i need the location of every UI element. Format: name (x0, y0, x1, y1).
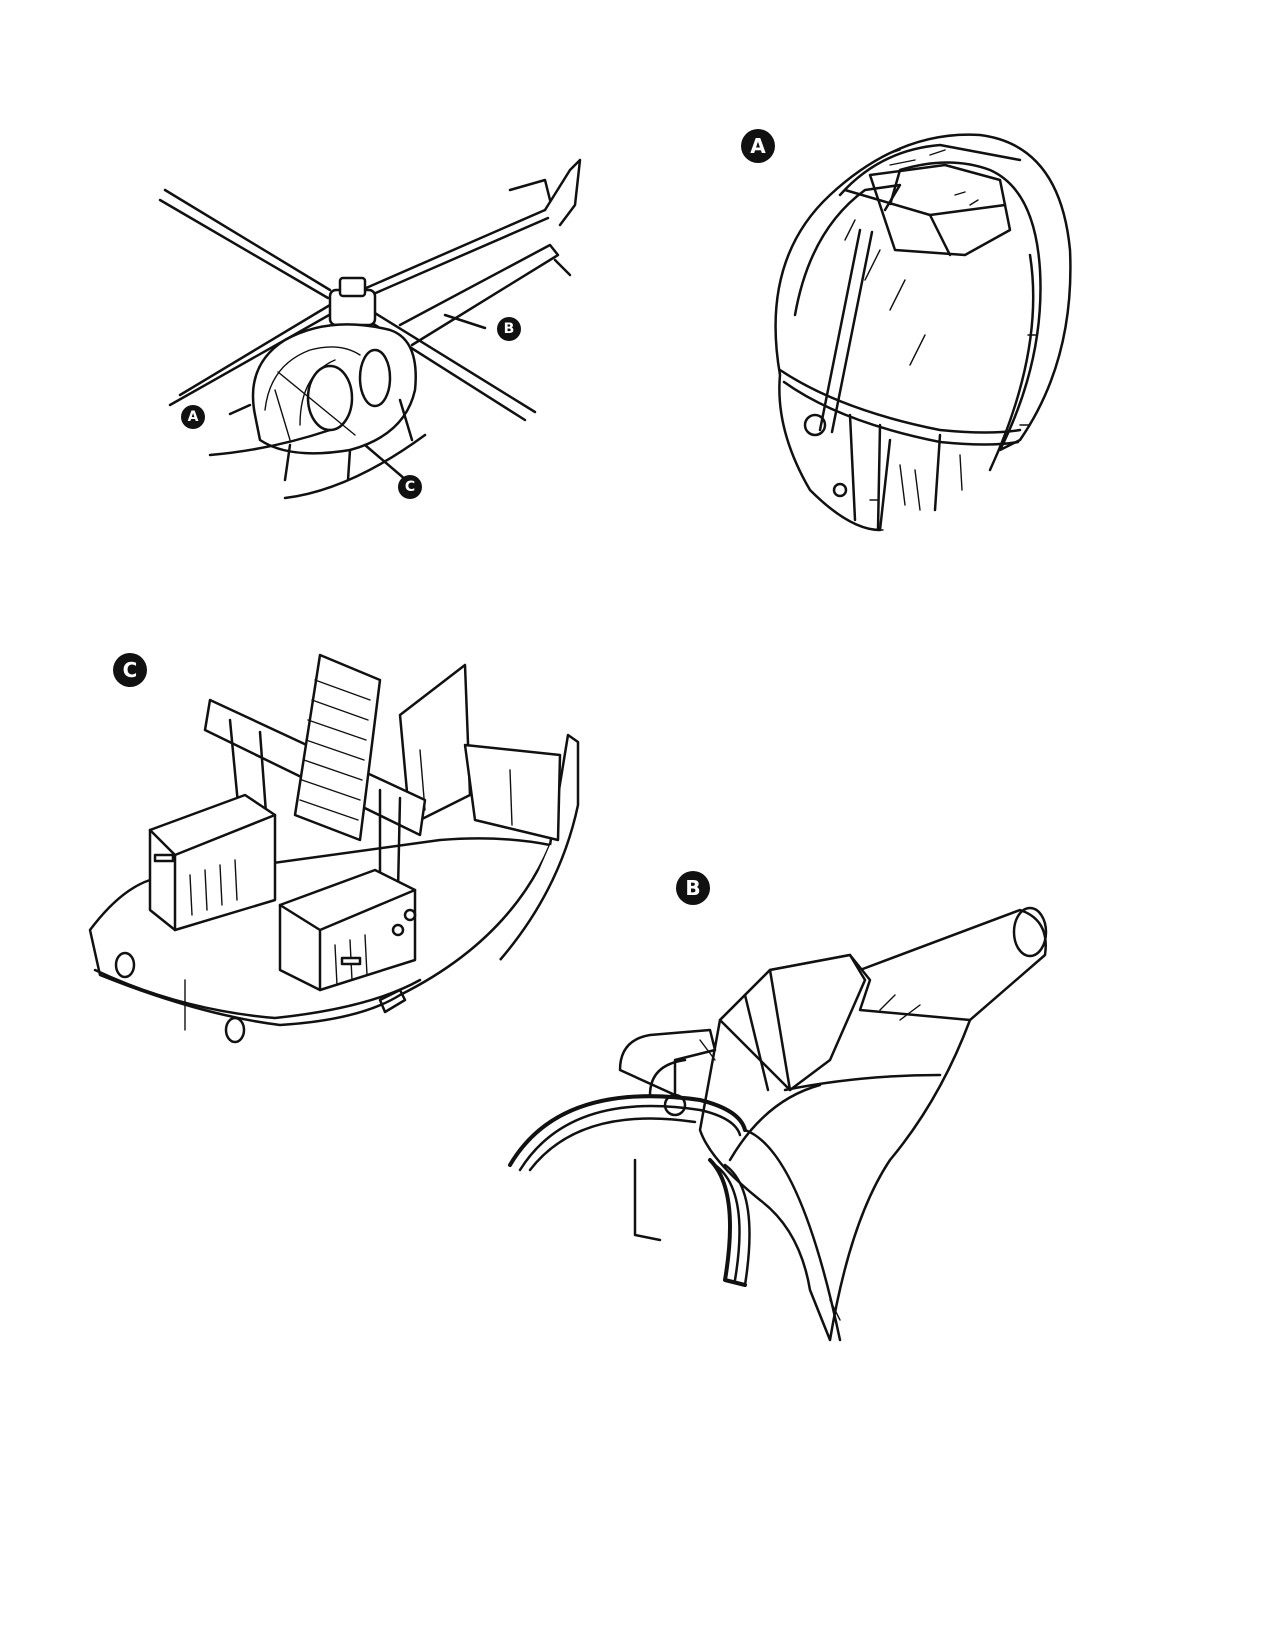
mast-fairing (618, 1028, 717, 1097)
cabin-side-wall (499, 733, 580, 961)
panel-a-label-badge: A (741, 129, 775, 163)
cabin-floor-detail-panel: C (80, 640, 640, 1080)
callout-a-badge: A (181, 405, 205, 429)
rotor-blade (348, 208, 547, 297)
panel-c-label-badge: C (113, 653, 147, 687)
callout-b-badge: B (497, 317, 521, 341)
panel-c-label-text: C (123, 658, 138, 682)
tail-fin (543, 158, 582, 227)
fuselage (251, 323, 417, 455)
panel-a-label-text: A (750, 134, 766, 158)
floor-fitting (114, 951, 136, 979)
callout-c-badge: C (398, 475, 422, 499)
floor-fitting (224, 1016, 246, 1044)
right-seat-box (278, 868, 417, 992)
aft-fuselage-detail-panel: B (500, 860, 1100, 1380)
rotor-blade (163, 188, 332, 292)
callout-c-text: C (405, 479, 415, 495)
forward-frame-arch (508, 1094, 747, 1167)
rear-bulkhead (398, 663, 472, 827)
panel-b-label-badge: B (676, 871, 710, 905)
rotor-blade (178, 303, 332, 397)
callout-a-text: A (188, 409, 199, 425)
tail-boom (398, 243, 560, 347)
tail-boom-cone (859, 908, 1047, 1021)
callout-b-text: B (504, 321, 515, 337)
helicopter-overview-illustration: A B C (150, 150, 620, 530)
canopy-shell (774, 133, 1072, 452)
canopy-detail-panel: A (700, 110, 1120, 570)
landing-skid (208, 428, 332, 457)
aft-fuselage-illustration (508, 906, 1048, 1342)
landing-skid (283, 433, 427, 500)
canopy-illustration (774, 133, 1072, 532)
cabin-floor-illustration (88, 653, 580, 1044)
panel-b-label-text: B (685, 876, 700, 900)
rotor-blade (368, 308, 537, 414)
